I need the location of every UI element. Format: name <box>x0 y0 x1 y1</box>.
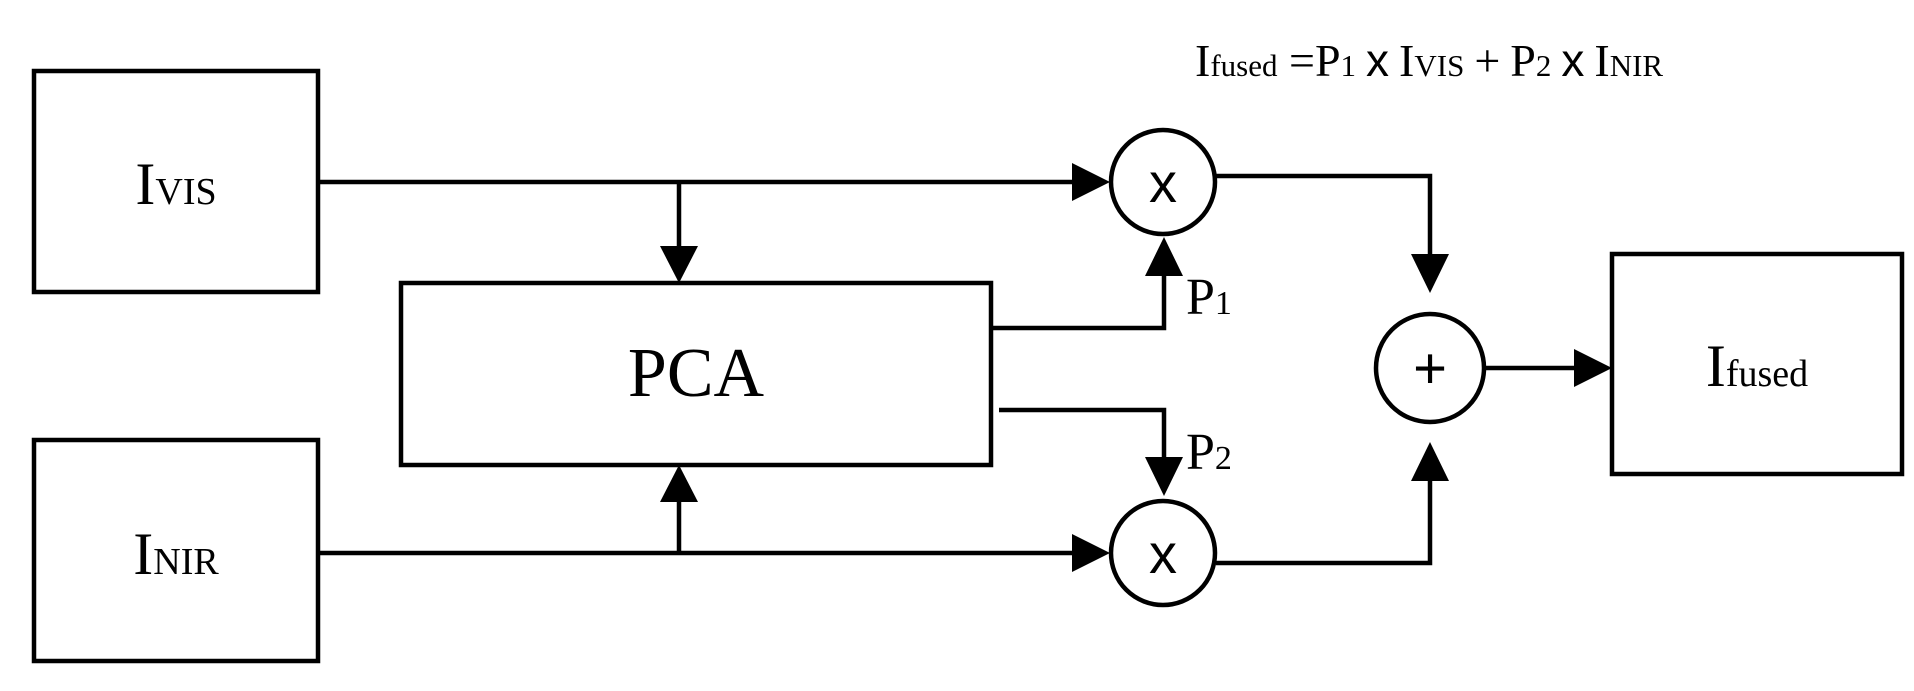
arrow-inir-to-pca <box>660 465 698 553</box>
multiply-symbol: x <box>1149 151 1177 214</box>
p1-label: P1 <box>1186 269 1232 326</box>
inir-label: INIR <box>133 521 219 587</box>
ifused-block: Ifused <box>1609 251 1905 477</box>
arrow-pca-to-mult-bottom-p2 <box>999 407 1183 496</box>
inir-block: INIR <box>31 437 321 664</box>
ifused-label: Ifused <box>1706 333 1808 399</box>
arrow-mult-bottom-to-sum <box>1216 442 1449 566</box>
ivis-block: IVIS <box>31 68 321 295</box>
arrow-ivis-to-pca <box>660 182 698 283</box>
multiply-symbol: x <box>1149 522 1177 585</box>
multiplier-bottom: x <box>1108 498 1218 608</box>
arrow-inir-to-mult-bottom <box>318 534 1110 572</box>
summation-node: + <box>1373 311 1487 425</box>
pca-label: PCA <box>628 335 765 412</box>
arrow-pca-to-mult-top-p1 <box>991 237 1183 331</box>
pca-block: PCA <box>398 280 994 468</box>
p2-label: P2 <box>1186 424 1232 481</box>
arrow-ivis-to-mult-top <box>318 163 1110 201</box>
arrow-sum-to-ifused <box>1484 349 1612 387</box>
plus-symbol: + <box>1413 336 1447 401</box>
multiplier-top: x <box>1108 127 1218 237</box>
ivis-label: IVIS <box>135 151 216 217</box>
arrow-mult-top-to-sum <box>1216 173 1449 293</box>
